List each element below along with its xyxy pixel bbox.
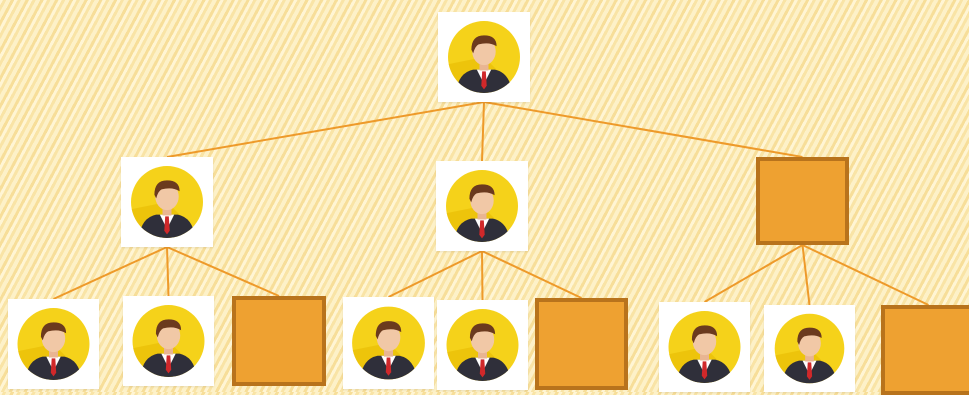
connector-root-l1-c bbox=[483, 101, 803, 158]
vacant-position-box-l2-c3 bbox=[881, 305, 969, 395]
businessman-avatar-icon bbox=[446, 170, 518, 242]
person-card-l2-a2 bbox=[123, 296, 214, 386]
businessman-avatar-icon bbox=[132, 305, 205, 377]
businessman-avatar-icon bbox=[17, 308, 90, 380]
connector-l1-b-l2-b1 bbox=[388, 250, 483, 298]
vacant-position-box-l2-b3 bbox=[535, 298, 628, 390]
connector-l1-a-l2-a1 bbox=[53, 246, 168, 300]
connector-l1-c-l2-c2 bbox=[801, 244, 811, 306]
connector-root-l1-b bbox=[481, 101, 485, 162]
businessman-avatar-icon bbox=[131, 166, 203, 238]
businessman-avatar-icon bbox=[668, 311, 741, 383]
businessman-avatar-icon bbox=[446, 309, 519, 381]
person-card-l1-b bbox=[436, 161, 528, 251]
person-card-l2-b1 bbox=[343, 297, 434, 389]
connector-root-l1-a bbox=[166, 101, 485, 158]
person-card-l2-c2 bbox=[764, 305, 855, 392]
businessman-avatar-icon bbox=[448, 21, 520, 93]
person-card-l2-b2 bbox=[437, 300, 528, 390]
connector-l1-c-l2-c1 bbox=[703, 244, 804, 303]
connector-l1-a-l2-a3 bbox=[166, 246, 280, 297]
vacant-position-box-l2-a3 bbox=[232, 296, 326, 386]
businessman-avatar-icon bbox=[352, 306, 425, 380]
person-card-root bbox=[438, 12, 530, 102]
connector-l1-c-l2-c3 bbox=[802, 244, 929, 306]
person-card-l1-a bbox=[121, 157, 213, 247]
vacant-position-box-l1-c bbox=[756, 157, 849, 245]
person-card-l2-a1 bbox=[8, 299, 99, 389]
connector-l1-b-l2-b3 bbox=[481, 250, 582, 299]
businessman-avatar-icon bbox=[774, 313, 845, 384]
connector-l1-b-l2-b2 bbox=[481, 250, 484, 301]
connector-l1-a-l2-a2 bbox=[166, 246, 170, 297]
person-card-l2-c1 bbox=[659, 302, 750, 392]
